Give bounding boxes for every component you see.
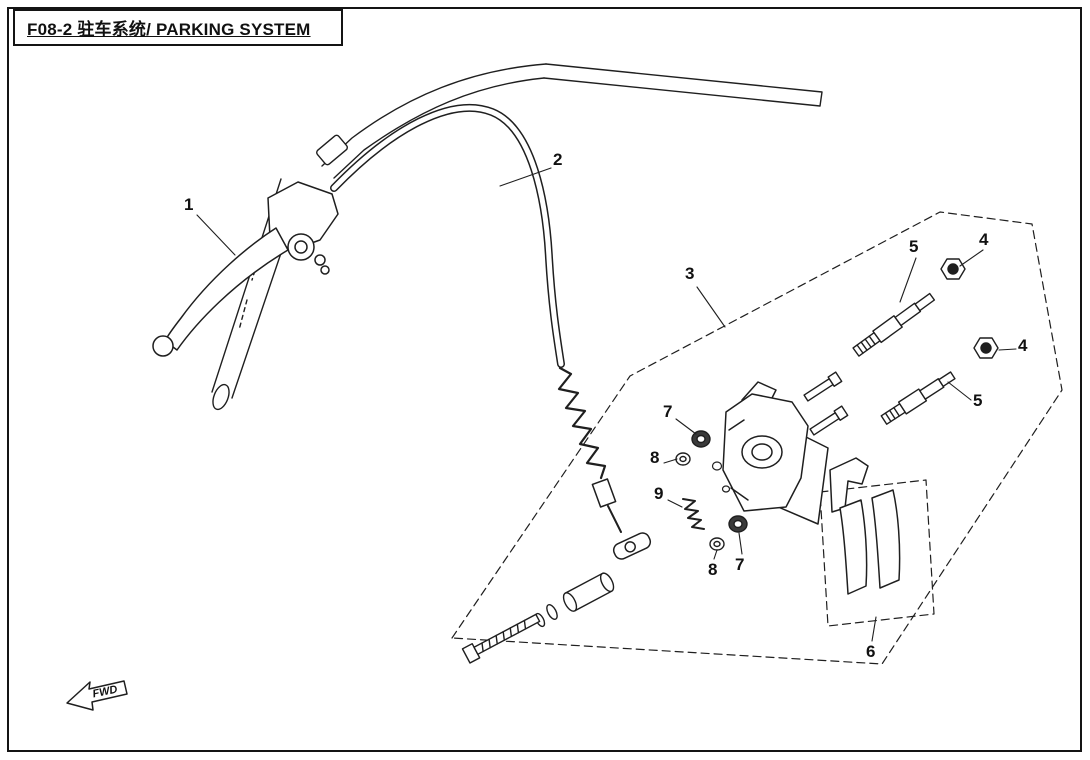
title-box: F08-2 驻车系统/ PARKING SYSTEM bbox=[13, 9, 343, 46]
callout-part-2: 2 bbox=[553, 150, 563, 169]
flange-nut-lower bbox=[973, 337, 999, 359]
callout-part-4-upper: 4 bbox=[979, 230, 989, 249]
callout-part-5-lower: 5 bbox=[973, 391, 983, 410]
callout-part-4-lower: 4 bbox=[1018, 336, 1028, 355]
lever-ball-end bbox=[152, 335, 174, 357]
slide-pin-upper bbox=[852, 292, 936, 357]
assembly-boundary-outline bbox=[451, 211, 1063, 665]
brake-lever-assembly bbox=[152, 181, 339, 357]
seal-upper bbox=[691, 430, 711, 448]
callout-part-5-upper: 5 bbox=[909, 237, 919, 256]
page-title: F08-2 驻车系统/ PARKING SYSTEM bbox=[27, 20, 311, 39]
return-spring bbox=[682, 498, 705, 530]
washer-upper bbox=[675, 452, 691, 466]
callout-part-7-upper: 7 bbox=[663, 402, 673, 421]
brake-pads bbox=[829, 457, 901, 595]
flange-nut-upper bbox=[940, 258, 966, 280]
callout-part-1: 1 bbox=[184, 195, 194, 214]
callout-part-8-upper: 8 bbox=[650, 448, 660, 467]
handlebar bbox=[211, 63, 823, 411]
long-bolt bbox=[461, 613, 541, 664]
cable-spring bbox=[557, 366, 607, 480]
piston-and-bolt bbox=[461, 572, 615, 664]
seal-lower bbox=[728, 515, 748, 533]
small-washers bbox=[711, 461, 731, 493]
callout-part-7-lower: 7 bbox=[735, 555, 745, 574]
fwd-arrow bbox=[66, 680, 128, 711]
page-border bbox=[7, 7, 1082, 752]
slide-pin-lower bbox=[880, 371, 956, 425]
callout-part-9: 9 bbox=[654, 484, 664, 503]
callout-part-3: 3 bbox=[685, 264, 695, 283]
callout-part-6: 6 bbox=[866, 642, 876, 661]
washer-lower bbox=[709, 537, 725, 551]
callout-part-8-lower: 8 bbox=[708, 560, 718, 579]
caliper-body bbox=[722, 381, 829, 525]
caliper-mount-bolts bbox=[803, 371, 849, 436]
parking-brake-cable bbox=[330, 104, 652, 560]
callout-leader-lines bbox=[196, 167, 1017, 642]
cable-end-clevis bbox=[612, 532, 652, 560]
